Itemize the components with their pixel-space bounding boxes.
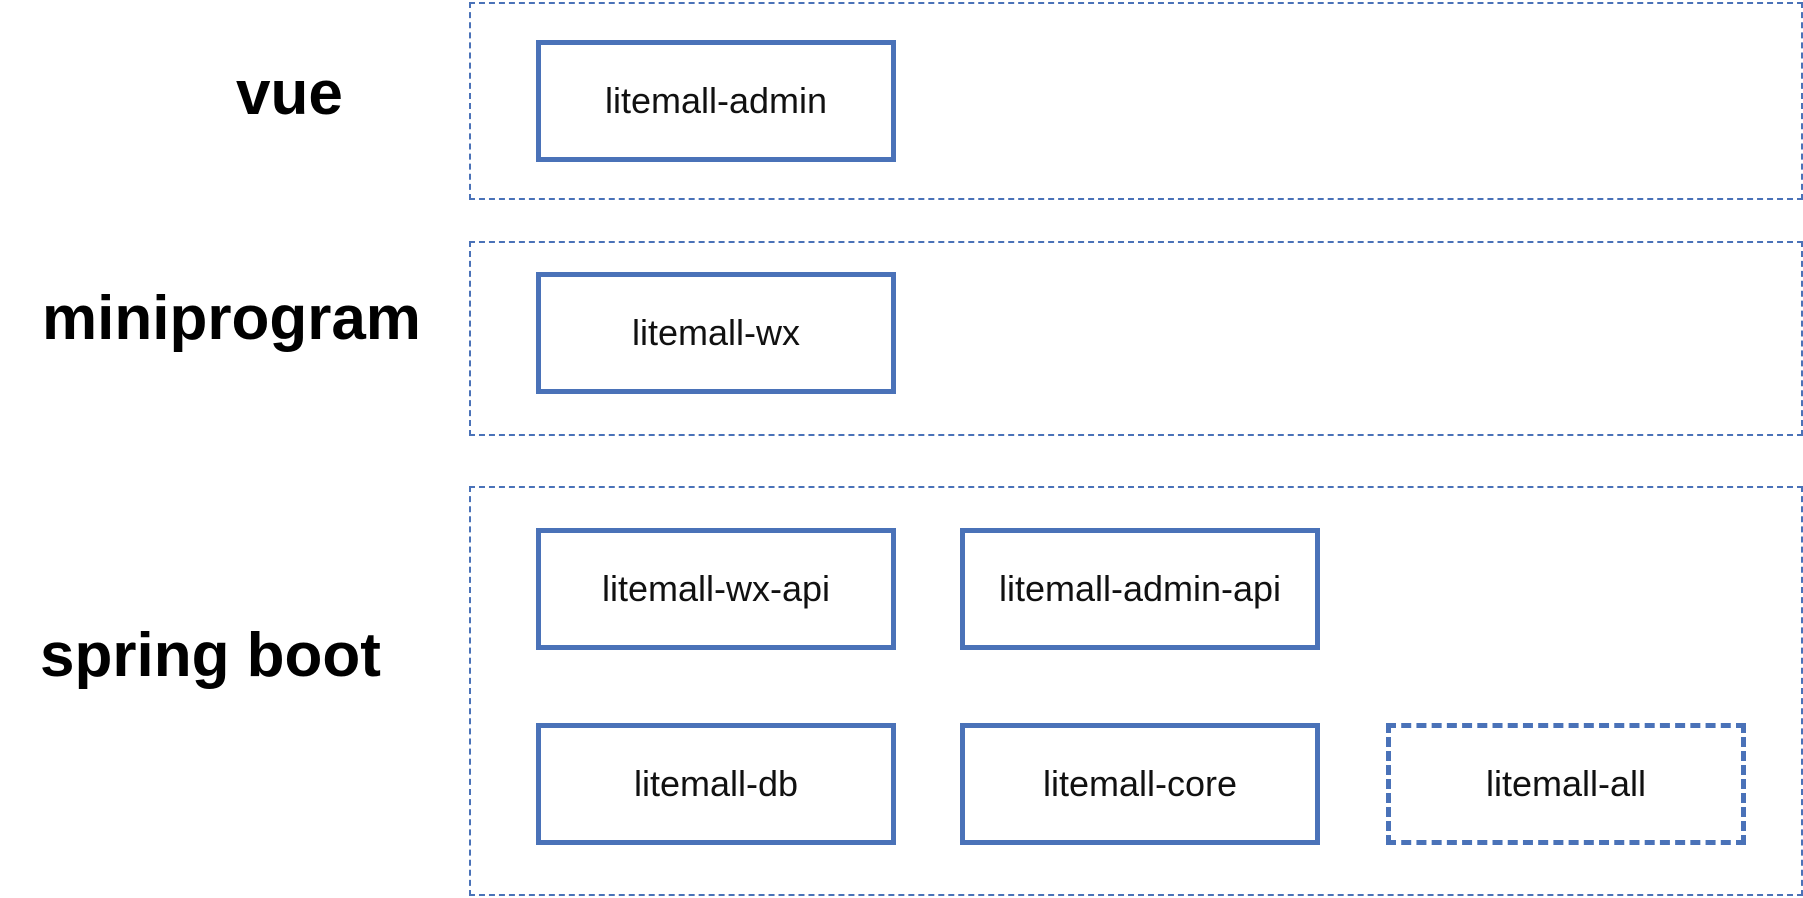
module-litemall-wx-api: litemall-wx-api [536, 528, 896, 650]
module-litemall-admin: litemall-admin [536, 40, 896, 162]
module-litemall-wx: litemall-wx [536, 272, 896, 394]
layer-label-miniprogram: miniprogram [42, 284, 421, 353]
layer-label-spring-boot: spring boot [40, 621, 381, 690]
module-litemall-core: litemall-core [960, 723, 1320, 845]
module-litemall-all: litemall-all [1386, 723, 1746, 845]
module-litemall-db: litemall-db [536, 723, 896, 845]
group-vue [469, 2, 1803, 200]
group-miniprogram [469, 241, 1803, 436]
layer-label-vue: vue [236, 59, 343, 128]
module-litemall-admin-api: litemall-admin-api [960, 528, 1320, 650]
group-spring-boot [469, 486, 1803, 896]
